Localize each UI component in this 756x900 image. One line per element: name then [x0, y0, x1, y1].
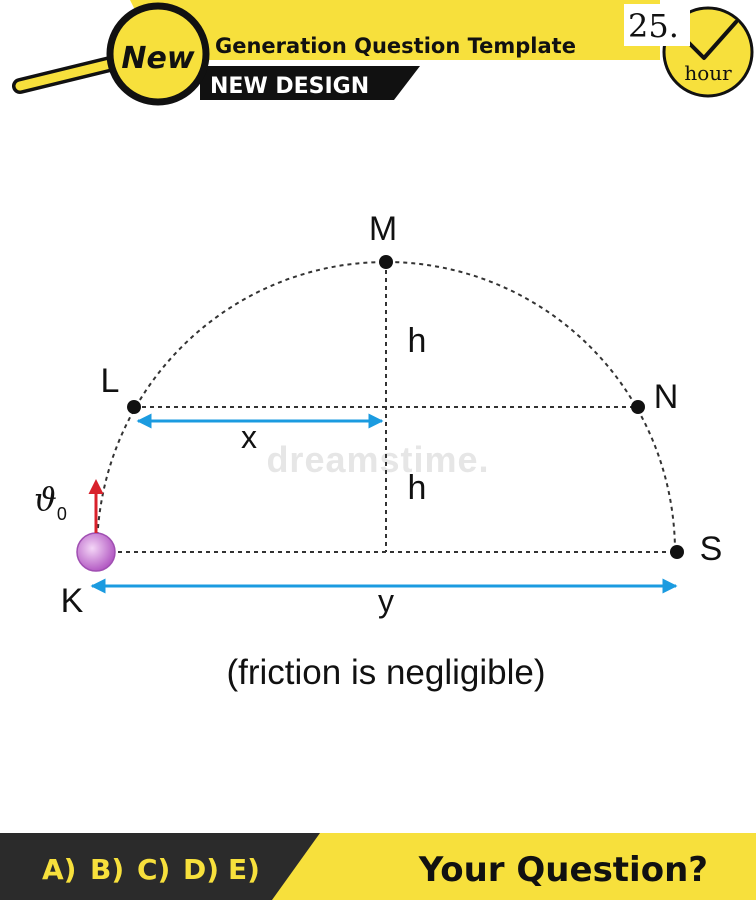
label-k: K: [61, 582, 84, 620]
timer-unit: hour: [684, 61, 732, 85]
timer-number: 25.: [628, 7, 679, 45]
label-y: y: [378, 583, 394, 619]
new-badge: New: [121, 41, 194, 76]
subtitle-banner: [200, 66, 420, 100]
label-initial-velocity: ϑ0: [34, 480, 67, 524]
option-d[interactable]: D): [183, 853, 219, 886]
label-n: N: [654, 378, 679, 416]
label-h-upper: h: [408, 322, 427, 360]
header-banner: [60, 0, 660, 60]
template-title: Generation Question Template: [215, 34, 576, 58]
point-m: [379, 255, 393, 269]
label-x: x: [241, 419, 257, 455]
friction-note: (friction is negligible): [226, 653, 545, 692]
new-design-label: NEW DESIGN: [210, 74, 369, 99]
option-c[interactable]: C): [137, 853, 170, 886]
label-l: L: [101, 362, 120, 400]
watermark: dreamstime.: [266, 439, 489, 480]
footer: A) B) C) D) E) Your Question?: [0, 833, 756, 900]
header: New Generation Question Template NEW DES…: [12, 0, 754, 106]
timer-badge: 25. hour: [624, 4, 754, 98]
checkmark-icon: [686, 20, 738, 60]
physics-diagram: M L N K S h h x y ϑ0 (friction is neglig…: [34, 210, 722, 692]
answer-options: A) B) C) D) E): [42, 853, 260, 886]
question-prompt: Your Question?: [418, 850, 708, 890]
label-m: M: [369, 210, 397, 248]
point-s: [670, 545, 684, 559]
label-h-lower: h: [408, 469, 427, 507]
option-e[interactable]: E): [228, 853, 260, 886]
option-b[interactable]: B): [90, 853, 124, 886]
point-l: [127, 400, 141, 414]
option-a[interactable]: A): [42, 853, 76, 886]
footer-question-band: [272, 833, 756, 900]
point-n: [631, 400, 645, 414]
magnifier-icon: [12, 2, 210, 106]
velocity-subscript: 0: [57, 504, 67, 524]
ball-k: [76, 532, 116, 572]
label-s: S: [700, 530, 723, 568]
